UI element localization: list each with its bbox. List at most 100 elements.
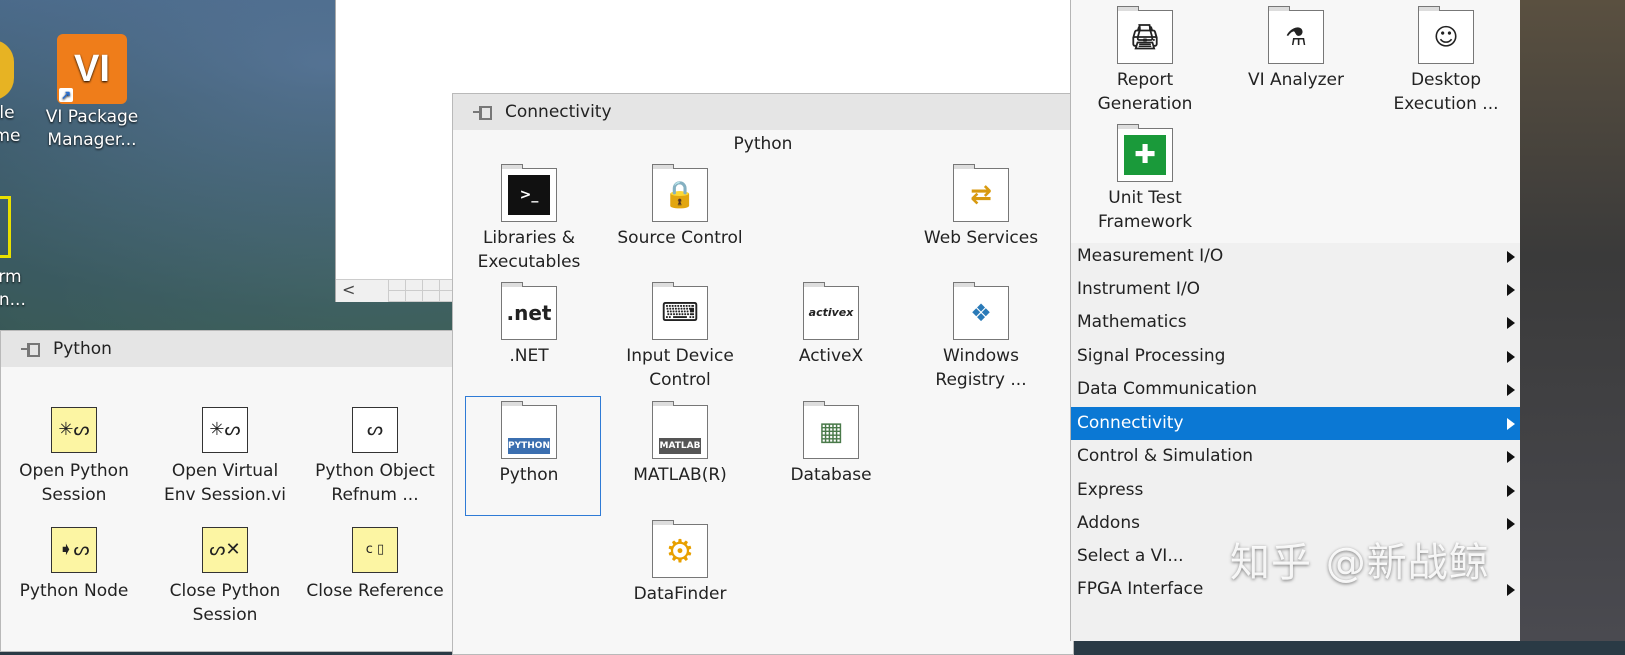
submenu-arrow-icon	[1507, 485, 1515, 497]
python-palette-title: Python	[53, 339, 112, 359]
palette-item-close-python-session[interactable]: ᔕ✕ Close Python Session	[155, 527, 295, 627]
palette-item-label: Unit Test Framework	[1097, 188, 1193, 232]
submenu-arrow-icon	[1507, 418, 1515, 430]
palette-item-label: Python Node	[19, 581, 129, 601]
palette-item-label: Database	[790, 465, 872, 485]
libraries-executables-icon: >_	[501, 164, 557, 222]
palette-item-label: Input Device Control	[626, 346, 734, 390]
connectivity-palette-title: Connectivity	[505, 102, 612, 122]
functions-palette-menu[interactable]: 🖨 Report Generation ⚗ VI Analyzer ☺ Desk…	[1070, 0, 1521, 641]
pin-icon[interactable]	[473, 105, 492, 120]
palette-item-python-object-refnum[interactable]: ᔕ Python Object Refnum ...	[305, 407, 445, 507]
desktop-icon-label: in...	[0, 290, 26, 310]
web-services-icon: ⇄	[953, 164, 1009, 222]
menu-item-express[interactable]: Express	[1071, 474, 1521, 507]
palette-item-datafinder[interactable]: ⚙ DataFinder	[610, 520, 750, 606]
menu-item-select-a-vi[interactable]: Select a VI...	[1077, 546, 1184, 566]
palette-item-web-services[interactable]: ⇄ Web Services	[911, 164, 1051, 250]
palette-item-label: Open Virtual Env Session.vi	[163, 461, 287, 505]
palette-item-matlab[interactable]: MATLAB MATLAB(R)	[610, 401, 750, 487]
menu-item-addons[interactable]: Addons	[1071, 507, 1521, 540]
palette-item-label: .NET	[509, 346, 549, 366]
menu-item-instrument-io[interactable]: Instrument I/O	[1071, 273, 1521, 306]
desktop-icon-chrome[interactable]: le me	[0, 40, 22, 148]
menu-item-measurement-io[interactable]: Measurement I/O	[1071, 240, 1521, 273]
palette-item-label: Python Object Refnum ...	[315, 461, 435, 505]
palette-item-label: Close Python Session	[169, 581, 281, 625]
python-refnum-icon: ᔕ	[352, 407, 398, 453]
connectivity-palette[interactable]: Connectivity Python >_ Libraries & Execu…	[452, 93, 1074, 655]
palette-item-python-node[interactable]: ➧ᔕ Python Node	[4, 527, 144, 603]
close-reference-icon: c ▯	[352, 527, 398, 573]
palette-item-vi-analyzer[interactable]: ⚗ VI Analyzer	[1226, 6, 1366, 92]
shortcut-arrow-icon: ↗	[59, 88, 73, 102]
selection-highlight	[465, 396, 601, 516]
python-node-icon: ➧ᔕ	[51, 527, 97, 573]
desktop-icon-label: le	[0, 103, 15, 123]
desktop-right-strip	[1520, 0, 1625, 641]
menu-item-signal-processing[interactable]: Signal Processing	[1071, 340, 1521, 373]
dotnet-icon: .net	[501, 282, 557, 340]
palette-item-desktop-execution[interactable]: ☺ Desktop Execution ...	[1376, 6, 1516, 116]
desktop-icon-label: VI Package	[45, 107, 139, 127]
close-session-icon: ᔕ✕	[202, 527, 248, 573]
watermark: 知乎 @新战鲸	[1230, 540, 1490, 586]
pin-icon[interactable]	[21, 342, 40, 357]
vi-analyzer-icon: ⚗	[1268, 6, 1324, 64]
datafinder-icon: ⚙	[652, 520, 708, 578]
python-palette-title-bar[interactable]: Python	[1, 331, 468, 367]
desktop-icon-label: Manager...	[47, 130, 137, 150]
palette-item-windows-registry[interactable]: ❖ Windows Registry ...	[911, 282, 1051, 392]
python-session-icon: ✳ᔕ	[51, 407, 97, 453]
palette-item-database[interactable]: ▦ Database	[761, 401, 901, 487]
palette-item-label: MATLAB(R)	[633, 465, 727, 485]
palette-item-input-device-control[interactable]: ⌨ Input Device Control	[610, 282, 750, 392]
virtual-env-icon: ✳ᔕ	[202, 407, 248, 453]
report-generation-icon: 🖨	[1117, 6, 1173, 64]
menu-item-control-simulation[interactable]: Control & Simulation	[1071, 440, 1521, 473]
palette-item-label: Python	[499, 465, 559, 485]
chrome-icon	[0, 40, 14, 100]
desktop-icon-third[interactable]: rm in...	[0, 196, 26, 312]
submenu-arrow-icon	[1507, 351, 1515, 363]
matlab-icon: MATLAB	[652, 401, 708, 459]
palette-item-label: Source Control	[617, 228, 743, 248]
palette-item-source-control[interactable]: 🔒 Source Control	[610, 164, 750, 250]
connectivity-palette-title-bar[interactable]: Connectivity	[453, 94, 1073, 130]
palette-item-label: Desktop Execution ...	[1393, 70, 1499, 114]
menu-item-mathematics[interactable]: Mathematics	[1071, 306, 1521, 339]
scroll-left-icon[interactable]: <	[342, 280, 356, 299]
database-icon: ▦	[803, 401, 859, 459]
unit-test-framework-icon: ✚	[1117, 124, 1173, 182]
palette-item-report-generation[interactable]: 🖨 Report Generation	[1075, 6, 1215, 116]
palette-item-label: Libraries & Executables	[477, 228, 581, 272]
palette-item-python[interactable]: PYTHON Python	[459, 401, 599, 487]
vi-package-manager-icon: VI↗	[57, 34, 127, 104]
palette-item-label: Windows Registry ...	[935, 346, 1027, 390]
submenu-arrow-icon	[1507, 317, 1515, 329]
palette-item-label: Open Python Session	[19, 461, 129, 505]
palette-item-activex[interactable]: activex ActiveX	[761, 282, 901, 368]
palette-item-libraries-executables[interactable]: >_ Libraries & Executables	[459, 164, 599, 274]
registry-icon: ❖	[953, 282, 1009, 340]
python-palette[interactable]: Python ✳ᔕ Open Python Session ✳ᔕ Open Vi…	[0, 330, 469, 652]
joystick-icon: ⌨	[652, 282, 708, 340]
palette-item-open-virtual-env-session[interactable]: ✳ᔕ Open Virtual Env Session.vi	[155, 407, 295, 507]
palette-item-open-python-session[interactable]: ✳ᔕ Open Python Session	[4, 407, 144, 507]
palette-item-dotnet[interactable]: .net .NET	[459, 282, 599, 368]
submenu-arrow-icon	[1507, 284, 1515, 296]
menu-item-connectivity[interactable]: Connectivity	[1071, 407, 1521, 440]
palette-item-unit-test-framework[interactable]: ✚ Unit Test Framework	[1075, 124, 1215, 234]
palette-item-label: Report Generation	[1097, 70, 1193, 114]
palette-item-label: ActiveX	[798, 346, 864, 366]
submenu-arrow-icon	[1507, 518, 1515, 530]
menu-item-fpga-interface[interactable]: FPGA Interface	[1071, 573, 1521, 606]
app-icon	[0, 196, 11, 258]
palette-item-close-reference[interactable]: c ▯ Close Reference	[305, 527, 445, 603]
submenu-arrow-icon	[1507, 384, 1515, 396]
menu-item-data-communication[interactable]: Data Communication	[1071, 373, 1521, 406]
desktop-icon-vi-package-manager[interactable]: VI↗ VI Package Manager...	[40, 34, 144, 152]
desktop-icon-label: me	[0, 126, 21, 146]
submenu-arrow-icon	[1507, 584, 1515, 596]
functions-top-icons: 🖨 Report Generation ⚗ VI Analyzer ☺ Desk…	[1071, 0, 1521, 243]
